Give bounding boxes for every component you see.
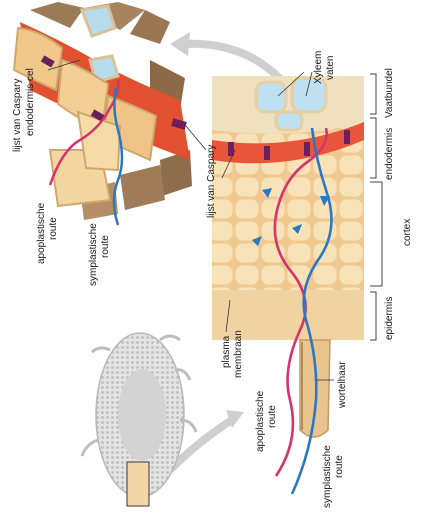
label-xyleem-vaten: vaten xyxy=(325,56,336,80)
label-wortelhaar: wortelhaar xyxy=(337,361,348,409)
label-symplastische-bot-route: route xyxy=(334,455,345,478)
bracket-vaatbundel xyxy=(370,74,376,114)
label-endodermis-cel: endodermis cel xyxy=(25,68,36,136)
label-lijst-caspary-top: lijst van Caspary xyxy=(12,79,23,152)
zoom-box xyxy=(127,462,149,506)
main-cross-section xyxy=(212,76,364,494)
label-cortex: cortex xyxy=(402,219,413,246)
label-symplastische-bot: symplastische xyxy=(322,445,333,508)
bracket-cortex xyxy=(370,182,382,286)
label-apoplastische-top: apoplastische xyxy=(36,202,47,264)
label-symplastische-top: symplastische xyxy=(88,223,99,286)
root-cross-section xyxy=(82,333,196,506)
bracket-endodermis xyxy=(370,118,376,178)
label-endodermis: endodermis xyxy=(384,128,395,180)
label-xyleem: Xyleem xyxy=(313,51,324,84)
label-apoplastische-bot-route: route xyxy=(267,405,278,428)
label-plasma: plasma xyxy=(221,335,232,368)
label-lijst-caspary-mid: lijst van Caspary xyxy=(206,145,217,218)
root-disc-cortex xyxy=(118,369,166,461)
brackets xyxy=(370,74,382,340)
label-symplastische-top-route: route xyxy=(100,235,111,258)
label-apoplastische-bot: apoplastische xyxy=(255,390,266,452)
curved-arrow-upper-head xyxy=(170,32,190,56)
label-membraan: membraan xyxy=(233,330,244,378)
label-vaatbundel: Vaatbundel xyxy=(384,68,395,118)
bracket-epidermis xyxy=(370,292,376,340)
endodermis-3d-block xyxy=(14,2,192,225)
label-epidermis: epidermis xyxy=(384,297,395,340)
label-apoplastische-top-route: route xyxy=(48,217,59,240)
